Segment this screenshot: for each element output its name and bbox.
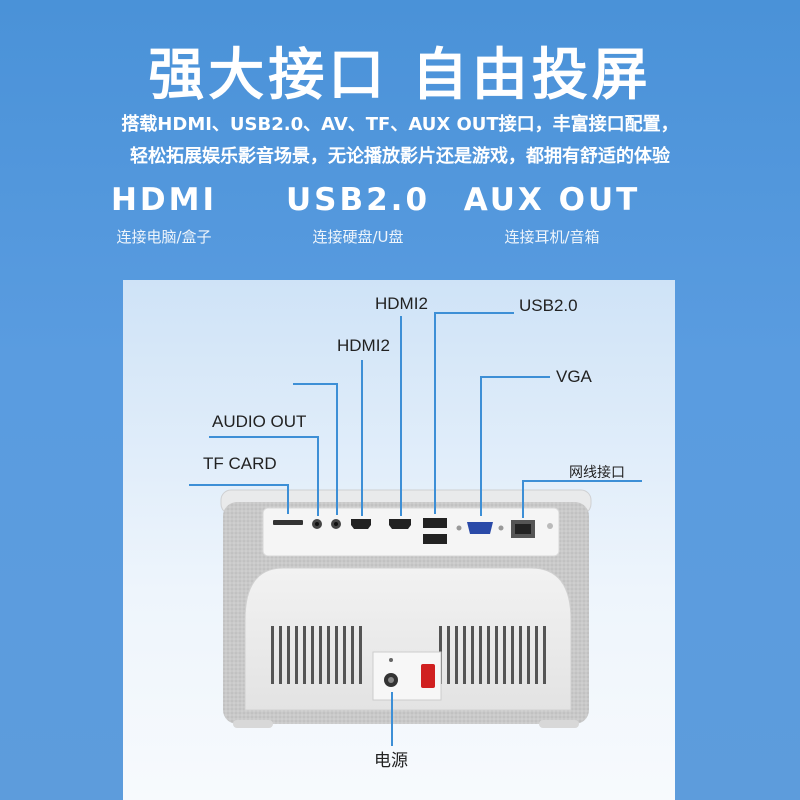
label-hdmi2-upper: HDMI2 <box>375 294 428 313</box>
label-audio-out: AUDIO OUT <box>212 412 307 431</box>
projector-panel: TF CARD AUDIO OUT HDMI2 HDMI2 USB2.0 VGA… <box>123 280 675 800</box>
feature-name: HDMI <box>110 182 218 218</box>
feature-desc: 连接电脑/盒子 <box>116 228 212 246</box>
subtitle-line-1: 搭载HDMI、USB2.0、AV、TF、AUX OUT接口，丰富接口配置， <box>121 114 679 135</box>
callout-line <box>189 484 289 486</box>
projector-rear-illustration <box>220 489 592 728</box>
feature-desc: 连接硬盘/U盘 <box>312 228 404 246</box>
callout-line <box>391 692 393 746</box>
label-tf-card: TF CARD <box>203 454 277 473</box>
feature-aux-out: AUX OUT 连接耳机/音箱 <box>432 182 672 247</box>
subtitle-line-2: 轻松拓展娱乐影音场景，无论播放影片还是游戏，都拥有舒适的体验 <box>130 146 670 167</box>
callout-line <box>293 383 338 385</box>
callout-line <box>434 312 436 514</box>
callout-line <box>480 376 550 378</box>
callout-line <box>522 480 642 482</box>
feature-name: AUX OUT <box>463 182 641 218</box>
callout-line <box>287 484 289 514</box>
callout-line <box>480 376 482 516</box>
headline: 强大接口 自由投屏 <box>148 43 652 108</box>
callout-line <box>400 316 402 516</box>
callout-line <box>209 436 319 438</box>
callout-line <box>317 436 319 516</box>
label-usb: USB2.0 <box>519 296 578 315</box>
feature-name: USB2.0 <box>285 182 431 218</box>
label-lan: 网线接口 <box>569 464 625 480</box>
label-vga: VGA <box>556 367 592 386</box>
feature-hdmi: HDMI 连接电脑/盒子 <box>44 182 284 247</box>
callout-line <box>522 480 524 518</box>
callout-line <box>434 312 514 314</box>
label-power: 电源 <box>374 751 408 770</box>
callout-line <box>336 383 338 515</box>
callout-line <box>361 360 363 516</box>
label-hdmi2-lower: HDMI2 <box>337 336 390 355</box>
feature-usb: USB2.0 连接硬盘/U盘 <box>238 182 478 247</box>
feature-desc: 连接耳机/音箱 <box>504 228 600 246</box>
